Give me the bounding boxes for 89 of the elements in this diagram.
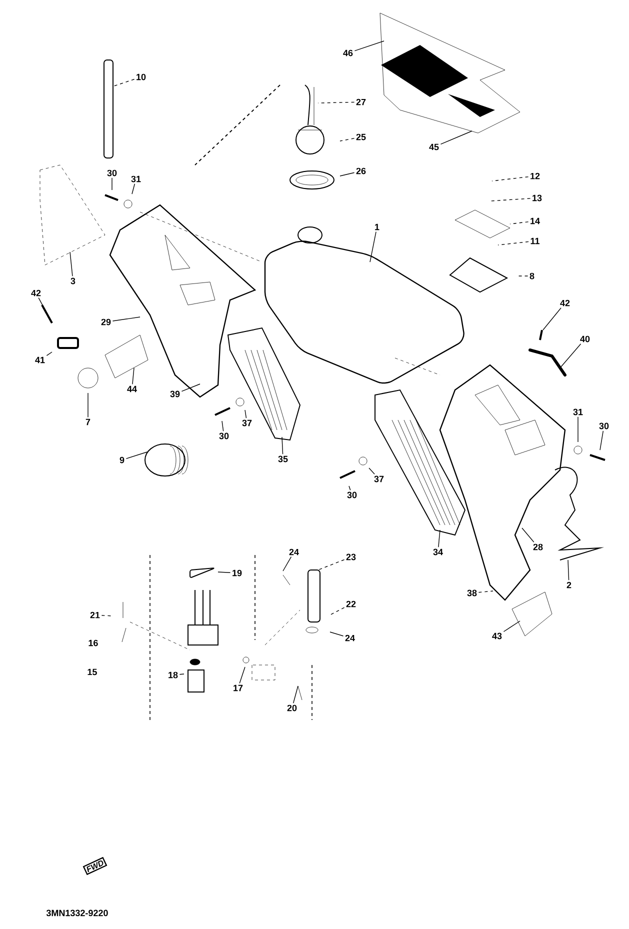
- leader-line: [348, 486, 351, 490]
- leader-line: [330, 607, 345, 616]
- leader-line: [70, 252, 73, 276]
- callout-number: 30: [347, 492, 357, 498]
- leader-line: [132, 368, 134, 385]
- callout-number: 18: [168, 672, 178, 678]
- leader-line: [132, 184, 136, 194]
- callout-number: 23: [346, 554, 356, 560]
- callout-number: 41: [35, 356, 45, 364]
- leader-line: [114, 78, 135, 86]
- callout-number: 34: [433, 548, 443, 556]
- callout-number: 40: [580, 336, 590, 342]
- leader-line: [600, 430, 604, 450]
- leader-line: [542, 308, 562, 330]
- leader-line: [244, 410, 247, 418]
- callout-number: 20: [287, 704, 297, 712]
- callout-number: 10: [136, 74, 146, 80]
- callout-number: 9: [120, 456, 124, 464]
- callout-number: 14: [530, 218, 540, 224]
- leader-line: [340, 172, 355, 176]
- callout-number: 28: [533, 544, 543, 550]
- callout-number: 12: [530, 172, 540, 180]
- leader-line: [340, 138, 355, 142]
- leader-line: [318, 559, 345, 570]
- leader-line: [38, 298, 52, 324]
- leader-line: [181, 384, 200, 392]
- leader-line: [282, 556, 292, 572]
- callout-number: 30: [219, 432, 229, 440]
- drawing-code: 3MN1332-9220: [46, 910, 108, 916]
- callout-number: 1: [375, 224, 380, 230]
- leader-line: [510, 221, 529, 224]
- callout-number: 7: [86, 418, 90, 426]
- leader-line: [330, 632, 344, 636]
- leader-line: [503, 620, 520, 632]
- leader-line: [498, 241, 529, 246]
- callout-number: 44: [127, 386, 137, 392]
- callout-number: 24: [345, 634, 355, 642]
- callout-number: 31: [573, 408, 583, 416]
- callout-number: 15: [88, 668, 97, 676]
- callout-number: 24: [289, 548, 299, 556]
- leader-line: [222, 420, 224, 432]
- callout-number: 17: [234, 684, 243, 692]
- callout-number: 3: [70, 278, 76, 284]
- callout-number: 16: [88, 640, 98, 646]
- leader-line: [354, 40, 384, 52]
- leader-line: [490, 198, 531, 202]
- callout-number: 42: [560, 300, 570, 306]
- callout-number: 22: [346, 600, 356, 608]
- leader-line: [101, 615, 114, 616]
- callout-number: 21: [90, 612, 100, 618]
- leader-line: [568, 560, 570, 581]
- callout-number: 26: [356, 168, 366, 174]
- callout-number: 37: [374, 476, 384, 482]
- callout-number: 11: [530, 238, 540, 244]
- callout-number: 27: [356, 98, 366, 106]
- callout-number: 42: [31, 290, 41, 296]
- callout-number: 8: [530, 272, 534, 280]
- callout-number: 45: [429, 144, 439, 150]
- callout-number: 39: [170, 390, 180, 398]
- callout-number: 2: [566, 582, 572, 588]
- leader-line: [440, 130, 472, 145]
- leader-line: [560, 344, 582, 368]
- leader-line: [239, 666, 246, 684]
- callout-number: 30: [599, 422, 609, 430]
- leader-line: [292, 686, 298, 704]
- callout-number: 46: [343, 50, 353, 56]
- leader-line: [492, 176, 529, 182]
- callout-number: 38: [467, 590, 477, 596]
- callout-number: 30: [107, 170, 117, 176]
- leader-line: [179, 674, 184, 675]
- leader-line: [478, 590, 494, 593]
- leader-line: [46, 352, 52, 356]
- leader-line: [370, 231, 376, 262]
- callout-number: 37: [242, 420, 252, 426]
- leader-line: [522, 528, 534, 542]
- leader-line: [438, 530, 440, 548]
- leader-line: [112, 316, 140, 322]
- callout-number: 25: [356, 134, 366, 140]
- callout-number: 13: [532, 194, 542, 202]
- leader-line: [282, 436, 284, 454]
- callout-number: 35: [278, 456, 288, 462]
- leader-line: [368, 468, 375, 474]
- callout-number: 43: [492, 632, 502, 640]
- callout-number: 29: [101, 318, 111, 326]
- callout-number: 19: [232, 570, 242, 576]
- callout-number: 31: [131, 176, 141, 182]
- leader-line: [126, 452, 148, 460]
- leader-line: [218, 572, 231, 573]
- leader-line: [318, 102, 355, 104]
